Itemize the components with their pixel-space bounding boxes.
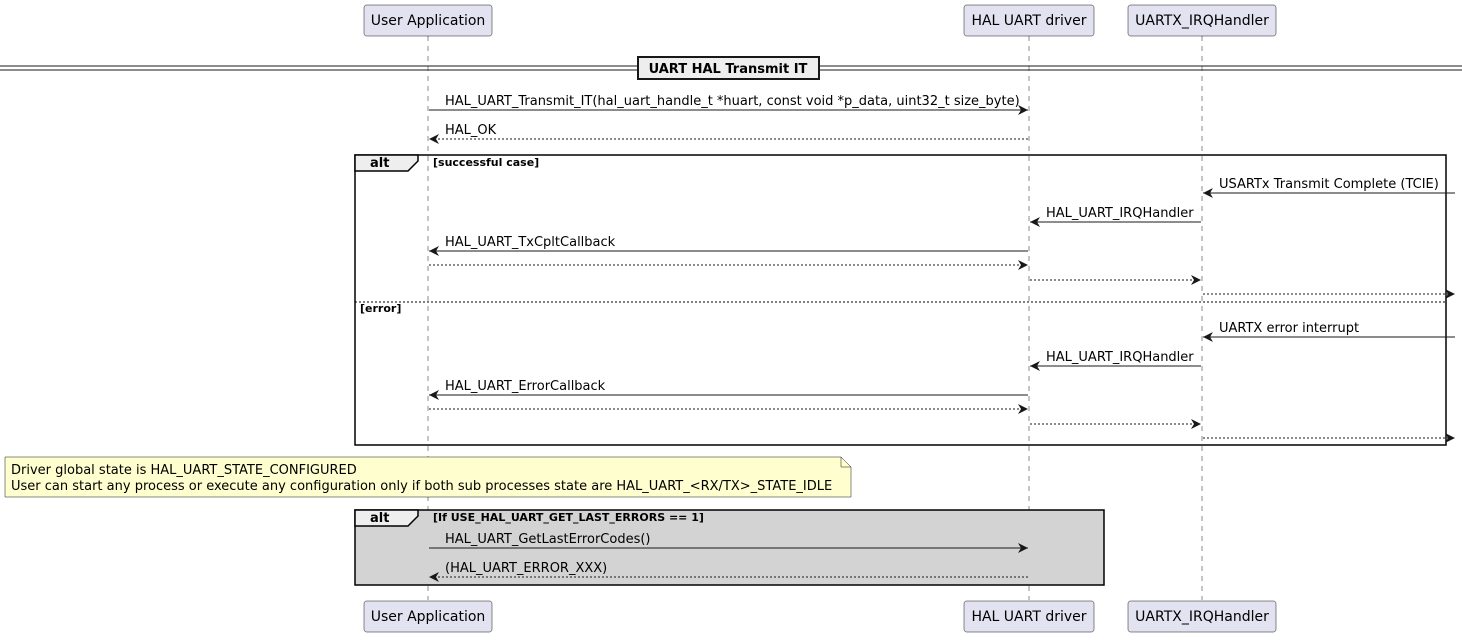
participant-user-top: User Application bbox=[363, 4, 493, 37]
participant-label: HAL UART driver bbox=[971, 13, 1086, 29]
message-label: HAL_UART_GetLastErrorCodes() bbox=[445, 532, 650, 547]
participant-label: User Application bbox=[371, 13, 486, 29]
note-line: Driver global state is HAL_UART_STATE_CO… bbox=[11, 463, 357, 478]
message-label: HAL_UART_Transmit_IT(hal_uart_handle_t *… bbox=[445, 94, 1020, 109]
group-else-guard: [error] bbox=[360, 302, 401, 315]
message: HAL_OK bbox=[429, 123, 1028, 144]
message: HAL_UART_TxCpltCallback bbox=[429, 235, 1028, 256]
message: HAL_UART_IRQHandler bbox=[1030, 350, 1201, 371]
participant-user-bottom: User Application bbox=[363, 600, 493, 633]
group-operator: alt bbox=[370, 511, 389, 526]
participant-label: UARTX_IRQHandler bbox=[1135, 609, 1269, 625]
message-label: HAL_UART_IRQHandler bbox=[1046, 206, 1194, 221]
message-label: HAL_UART_ErrorCallback bbox=[445, 379, 606, 394]
note-line: User can start any process or execute an… bbox=[11, 479, 832, 494]
participant-label: User Application bbox=[371, 609, 486, 625]
participant-hal-bottom: HAL UART driver bbox=[963, 600, 1095, 633]
participant-irq-top: UARTX_IRQHandler bbox=[1127, 4, 1277, 37]
message-label: HAL_UART_IRQHandler bbox=[1046, 350, 1194, 365]
note: Driver global state is HAL_UART_STATE_CO… bbox=[4, 456, 852, 498]
participant-label: UARTX_IRQHandler bbox=[1135, 13, 1269, 29]
separator: UART HAL Transmit IT bbox=[0, 56, 1462, 80]
participant-label: HAL UART driver bbox=[971, 609, 1086, 625]
participant-hal-top: HAL UART driver bbox=[963, 4, 1095, 37]
separator-title: UART HAL Transmit IT bbox=[649, 62, 808, 77]
message: HAL_UART_IRQHandler bbox=[1030, 206, 1201, 227]
message: HAL_UART_GetLastErrorCodes() bbox=[429, 532, 1028, 553]
participant-irq-bottom: UARTX_IRQHandler bbox=[1127, 600, 1277, 633]
message-label: (HAL_UART_ERROR_XXX) bbox=[445, 561, 607, 576]
group-guard: [If USE_HAL_UART_GET_LAST_ERRORS == 1] bbox=[433, 511, 704, 524]
group-operator: alt bbox=[370, 156, 389, 171]
message: HAL_UART_Transmit_IT(hal_uart_handle_t *… bbox=[429, 94, 1028, 115]
messages: HAL_UART_Transmit_IT(hal_uart_handle_t *… bbox=[429, 94, 1455, 582]
message-label: HAL_UART_TxCpltCallback bbox=[445, 235, 616, 250]
message: USARTx Transmit Complete (TCIE) bbox=[1203, 177, 1455, 198]
message-label: HAL_OK bbox=[445, 123, 497, 138]
alt-group-main: alt [successful case] [error] bbox=[354, 154, 1447, 446]
message: HAL_UART_ErrorCallback bbox=[429, 379, 1028, 400]
group-guard: [successful case] bbox=[433, 156, 539, 169]
message: UARTX error interrupt bbox=[1203, 321, 1455, 342]
message-label: USARTx Transmit Complete (TCIE) bbox=[1219, 177, 1439, 192]
message-label: UARTX error interrupt bbox=[1219, 321, 1359, 336]
message: (HAL_UART_ERROR_XXX) bbox=[429, 561, 1028, 582]
